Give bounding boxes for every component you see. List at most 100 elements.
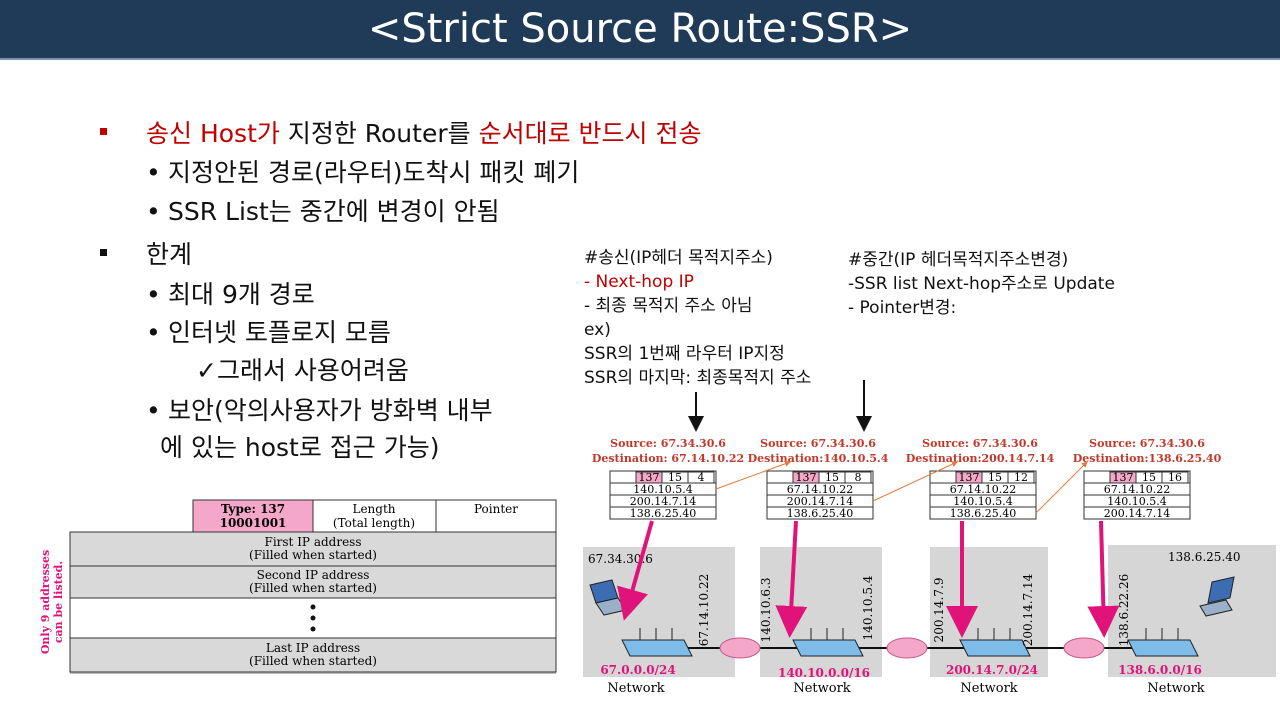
bullet-1-part2: 지정한 Router를 — [279, 119, 479, 148]
packet-flow-arrow — [1087, 520, 1120, 638]
type-label: Type: 137 — [221, 502, 285, 516]
bullet-1-sub-1-text: 지정안된 경로(라우터)도착시 패킷 폐기 — [168, 158, 580, 187]
swap-arrow — [872, 461, 958, 502]
router-icon — [886, 637, 928, 659]
ellipsis-icon — [310, 615, 316, 621]
router-icon — [719, 637, 761, 659]
network-addr: 200.14.7.0/24 — [946, 663, 1038, 677]
packet-4: Source: 67.34.30.6 Destination:138.6.25.… — [1073, 437, 1222, 520]
packet-source: Source: 67.34.30.6 — [922, 437, 1038, 450]
bullet-2-sub-2-text: 인터넷 토플로지 모름 — [168, 318, 391, 347]
swap-arrow — [1035, 461, 1088, 514]
side-label-1: Only 9 addresses — [39, 550, 52, 654]
network-label: Network — [607, 681, 664, 696]
bullet-1-sub-1: •지정안된 경로(라우터)도착시 패킷 폐기 — [146, 153, 579, 189]
type-bits: 10001001 — [220, 516, 287, 530]
bullet-2-sub-3-cont: 에 있는 host로 접근 가능) — [160, 433, 440, 462]
packet-type: 137 — [959, 471, 980, 484]
source-host-ip: 67.34.30.6 — [588, 552, 653, 566]
packet-source: Source: 67.34.30.6 — [760, 437, 876, 450]
laptop-icon — [1199, 576, 1235, 617]
packet-flow-arrow — [775, 520, 808, 638]
bullet-2: 한계 — [146, 240, 193, 269]
last-address-sub: (Filled when started) — [249, 654, 377, 668]
type-cell — [192, 499, 314, 533]
bullet-1-part1: 송신 Host가 — [146, 119, 280, 148]
bullet-marker-icon — [100, 128, 107, 135]
sender-note-line: SSR의 1번째 라우터 IP지정 — [584, 344, 785, 364]
packet-len: 15 — [668, 471, 682, 484]
sender-note-line: ex) — [584, 320, 611, 340]
packet-type: 137 — [639, 471, 660, 484]
bullet-1-sub-2-text: SSR List는 중간에 변경이 안됨 — [168, 197, 500, 226]
ssr-option-format: Type: 137 10001001 Length (Total length)… — [39, 499, 557, 674]
packet-addr: 138.6.25.40 — [787, 507, 853, 520]
network-label: Network — [960, 681, 1017, 696]
dot-icon: • — [146, 396, 161, 425]
middle-note-line: - Pointer변경: — [848, 298, 957, 318]
sender-note: #송신(IP헤더 목적지주소) - Next-hop IP - 최종 목적지 주… — [584, 246, 811, 390]
packet-dest: Destination: 67.14.10.22 — [592, 452, 744, 465]
packet-source: Source: 67.34.30.6 — [610, 437, 726, 450]
side-label-2: can be listed. — [52, 561, 65, 643]
packet-len: 15 — [988, 471, 1002, 484]
first-address-sub: (Filled when started) — [249, 548, 377, 562]
bullet-2-sub-1: •최대 9개 경로 — [146, 275, 315, 311]
packet-type: 137 — [796, 471, 817, 484]
switch-icon — [1127, 628, 1199, 657]
middle-note: #중간(IP 헤더목적지주소변경) -SSR list Next-hop주소로 … — [848, 248, 1115, 320]
bullet-1: 송신 Host가 지정한 Router를 순서대로 반드시 전송 — [146, 114, 701, 150]
second-address-sub: (Filled when started) — [249, 581, 377, 595]
length-label: Length — [352, 502, 395, 516]
pointer-cell — [435, 499, 557, 533]
packet-len: 15 — [825, 471, 839, 484]
packet-len: 15 — [1142, 471, 1156, 484]
router-icon — [1063, 637, 1105, 659]
dot-icon: • — [146, 158, 161, 187]
switch-icon — [959, 628, 1031, 657]
bullet-2-sub-3: •보안(악의사용자가 방화벽 내부 — [146, 391, 493, 427]
switch-icon — [621, 628, 693, 657]
packet-addr: 200.14.7.14 — [1104, 507, 1170, 520]
length-sub: (Total length) — [333, 516, 415, 530]
sender-note-line: - 최종 목적지 주소 아님 — [584, 296, 753, 316]
packet-dest: Destination:138.6.25.40 — [1073, 452, 1222, 465]
iface-label: 200.14.7.14 — [1021, 573, 1035, 646]
sender-note-line: #송신(IP헤더 목적지주소) — [584, 248, 773, 268]
swap-arrow — [715, 460, 791, 490]
packet-addr: 140.10.5.4 — [953, 495, 1012, 508]
bullet-2-sub-1-text: 최대 9개 경로 — [168, 280, 315, 309]
iface-label: 200.14.7.9 — [932, 578, 946, 643]
iface-label: 67.14.10.22 — [697, 574, 711, 647]
network-bg-4 — [1108, 545, 1276, 677]
iface-label: 140.10.6.3 — [759, 578, 773, 643]
pointer-label: Pointer — [474, 502, 518, 516]
sender-note-line: SSR의 마지막: 최종목적지 주소 — [584, 368, 812, 388]
dot-icon: • — [146, 280, 161, 309]
sender-note-line: - Next-hop IP — [584, 272, 694, 292]
packet-addr: 140.10.5.4 — [633, 483, 692, 496]
middle-note-line: -SSR list Next-hop주소로 Update — [848, 274, 1115, 294]
length-cell — [312, 499, 437, 533]
bullet-marker-icon — [100, 249, 107, 256]
network-label: Network — [793, 681, 850, 696]
packet-addr: 67.14.10.22 — [787, 483, 853, 496]
iface-label: 140.10.5.4 — [861, 575, 875, 640]
packet-1: Source: 67.34.30.6 Destination: 67.14.10… — [592, 437, 744, 520]
bullet-2-sub-3-text: 보안(악의사용자가 방화벽 내부 — [168, 396, 493, 425]
packet-ptr: 4 — [698, 471, 705, 484]
last-address-text: Last IP address — [266, 641, 360, 655]
packet-addr: 138.6.25.40 — [950, 507, 1016, 520]
title-bar: <Strict Source Route:SSR> — [0, 0, 1280, 60]
slide-title: <Strict Source Route:SSR> — [367, 6, 913, 52]
packet-addr: 200.14.7.14 — [787, 495, 853, 508]
network-addr: 140.10.0.0/16 — [778, 666, 870, 680]
packet-type: 137 — [1113, 471, 1134, 484]
bullet-1-sub-2: •SSR List는 중간에 변경이 안됨 — [146, 192, 500, 228]
dest-host-ip: 138.6.25.40 — [1168, 550, 1241, 564]
iface-label: 138.6.22.26 — [1117, 574, 1131, 647]
ellipsis-icon — [310, 626, 316, 632]
ellipsis-icon — [310, 604, 316, 610]
packet-addr: 200.14.7.14 — [630, 495, 696, 508]
